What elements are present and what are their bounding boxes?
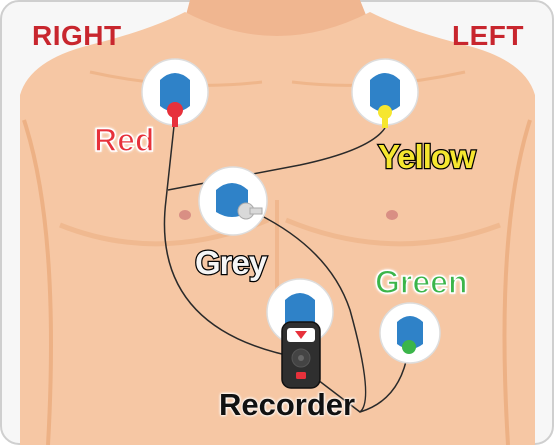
electrode-grey — [199, 167, 267, 235]
right-side-label: RIGHT — [32, 20, 122, 52]
left-side-label: LEFT — [452, 20, 524, 52]
red-lead-clip — [172, 115, 178, 127]
green-snap-icon — [402, 340, 416, 354]
electrode-green — [380, 303, 440, 363]
grey-lead-clip — [250, 208, 262, 214]
recorder-label: Recorder — [219, 389, 355, 420]
green-electrode-label: Green — [375, 266, 467, 298]
holter-recorder-icon — [282, 322, 320, 388]
yellow-electrode-label: Yellow — [378, 140, 475, 173]
left-nipple — [386, 210, 398, 220]
recorder-indicator-icon — [296, 372, 306, 379]
recorder-button-icon — [298, 355, 304, 361]
red-electrode-label: Red — [94, 124, 154, 156]
grey-electrode-label: Grey — [195, 246, 266, 279]
yellow-lead-clip — [382, 116, 388, 128]
right-nipple — [179, 210, 191, 220]
